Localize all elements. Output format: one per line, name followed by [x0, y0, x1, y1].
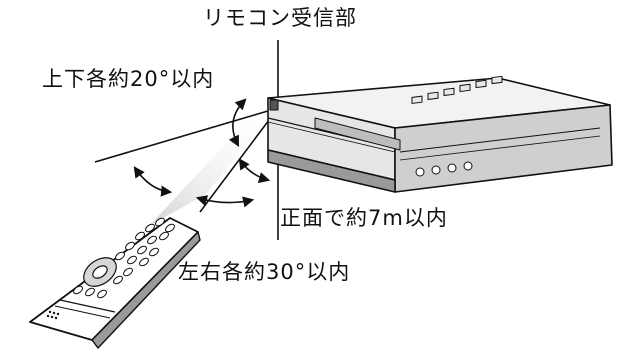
- distance-arrow: [195, 195, 255, 208]
- remote-speaker-grid: [46, 310, 60, 320]
- vcr-illustration: [267, 75, 613, 193]
- angle-line-upper: [94, 107, 279, 163]
- vcr-buttons: [411, 75, 503, 104]
- vcr-display-window: [314, 117, 401, 151]
- remote-sensor-window: [269, 99, 279, 111]
- horizontal-angle-arrow-right: [238, 158, 271, 183]
- vertical-range-label: 上下各約20°以内: [42, 67, 215, 91]
- remote-buttons: [73, 217, 175, 299]
- vcr-knobs: [415, 161, 473, 177]
- horizontal-range-label: 左右各約30°以内: [178, 260, 351, 284]
- distance-label: 正面で約7m以内: [280, 206, 448, 230]
- ir-beam: [150, 108, 278, 225]
- horizontal-angle-arrow-left: [133, 166, 173, 197]
- vertical-angle-arrow: [228, 98, 247, 147]
- remote-illustration: [29, 217, 201, 349]
- remote-sensor-label: リモコン受信部: [203, 6, 357, 30]
- remote-dpad: [83, 257, 117, 287]
- vcr-base: [267, 149, 396, 193]
